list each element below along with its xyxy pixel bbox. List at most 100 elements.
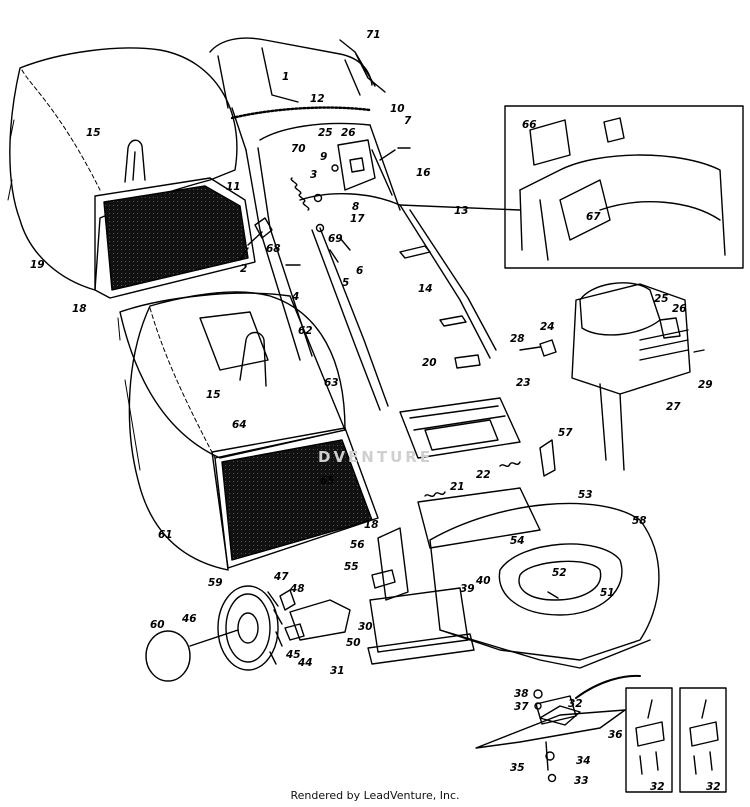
part-label-17: 17 xyxy=(350,213,365,225)
part-label-54: 54 xyxy=(510,535,525,547)
rear-skirt xyxy=(367,587,475,665)
part-label-56: 56 xyxy=(350,539,365,551)
nut-3 xyxy=(313,193,323,203)
handle-lower xyxy=(299,193,521,411)
control-cable xyxy=(230,106,372,120)
blade-nut-33 xyxy=(547,773,557,783)
part-label-48: 48 xyxy=(289,583,305,595)
part-label-66: 66 xyxy=(522,119,537,131)
hubcap xyxy=(145,630,191,682)
part-label-18: 18 xyxy=(364,519,379,531)
engine xyxy=(571,282,691,471)
engine-clip-24 xyxy=(539,339,557,357)
grass-bag-upper-mesh xyxy=(103,185,249,291)
washer-38 xyxy=(533,689,543,699)
rear-wheel xyxy=(217,585,283,671)
bail-handle xyxy=(339,39,386,93)
part-label-22: 22 xyxy=(476,469,491,481)
cable-arc xyxy=(575,674,641,699)
handle-upper xyxy=(209,37,373,151)
part-label-69: 69 xyxy=(328,233,343,245)
height-adjuster-bracket xyxy=(377,527,409,601)
inset-mulch-parts xyxy=(519,117,726,261)
part-label-68: 68 xyxy=(266,243,281,255)
part-label-25: 25 xyxy=(318,127,333,139)
part-label-24: 24 xyxy=(540,321,555,333)
inset-adapter-box-2 xyxy=(679,687,727,793)
part-label-15: 15 xyxy=(206,389,221,401)
blade-bolt xyxy=(545,741,549,771)
hinge-pin xyxy=(539,439,556,477)
clip-69 xyxy=(315,223,325,233)
part-label-30: 30 xyxy=(358,621,373,633)
part-label-19: 19 xyxy=(30,259,45,271)
part-label-67: 67 xyxy=(586,211,601,223)
part-label-4: 4 xyxy=(291,291,299,303)
part-label-23: 23 xyxy=(516,377,531,389)
adapter-variant-1 xyxy=(635,699,665,775)
part-label-25: 25 xyxy=(654,293,669,305)
part-label-21: 21 xyxy=(450,481,465,493)
part-label-20: 20 xyxy=(422,357,437,369)
watermark-text: DVENTURE xyxy=(318,448,434,466)
part-label-47: 47 xyxy=(273,571,289,583)
part-label-58: 58 xyxy=(632,515,647,527)
part-label-11: 11 xyxy=(226,181,241,193)
inset-adapter-box-1 xyxy=(625,687,673,793)
part-label-70: 70 xyxy=(291,143,306,155)
rear-door xyxy=(399,397,521,459)
part-label-62: 62 xyxy=(298,325,313,337)
mower-deck xyxy=(429,502,660,669)
blade-adapter xyxy=(535,695,577,725)
handle-bracket xyxy=(454,354,481,369)
adapter-variant-2 xyxy=(689,699,719,775)
engine-bolt-29 xyxy=(693,349,705,353)
handle-middle xyxy=(245,122,401,361)
engine-bolt-28 xyxy=(519,346,541,351)
part-label-13: 13 xyxy=(454,205,469,217)
cable-clip-lower xyxy=(439,315,467,327)
bolt-2 xyxy=(239,247,249,261)
part-label-60: 60 xyxy=(150,619,165,631)
spring-22 xyxy=(499,461,521,467)
blade xyxy=(475,705,626,749)
cable-clip-upper xyxy=(399,245,431,259)
spring-21 xyxy=(424,491,446,497)
part-label-51: 51 xyxy=(600,587,615,599)
part-label-7: 7 xyxy=(404,115,412,127)
part-label-8: 8 xyxy=(352,201,359,213)
grass-bag-lower-frame xyxy=(211,427,379,569)
part-label-61: 61 xyxy=(158,529,173,541)
wheel-bracket xyxy=(289,599,351,641)
screw-5 xyxy=(329,249,339,263)
part-label-52: 52 xyxy=(552,567,567,579)
part-label-5: 5 xyxy=(342,277,349,289)
part-label-57: 57 xyxy=(558,427,573,439)
part-label-27: 27 xyxy=(666,401,681,413)
part-label-50: 50 xyxy=(346,637,361,649)
part-label-38: 38 xyxy=(514,688,529,700)
part-label-9: 9 xyxy=(320,151,327,163)
part-label-28: 28 xyxy=(510,333,525,345)
rear-shield xyxy=(417,487,541,549)
part-label-65: 65 xyxy=(320,475,335,487)
control-bracket xyxy=(337,139,396,196)
part-label-29: 29 xyxy=(698,379,713,391)
part-label-59: 59 xyxy=(208,577,223,589)
part-label-26: 26 xyxy=(341,127,356,139)
blade-washer-34 xyxy=(545,751,555,761)
part-label-39: 39 xyxy=(460,583,475,595)
part-label-34: 34 xyxy=(576,755,591,767)
part-label-35: 35 xyxy=(510,762,525,774)
inset-mulch-box xyxy=(504,105,744,269)
part-label-10: 10 xyxy=(390,103,405,115)
part-label-37: 37 xyxy=(514,701,529,713)
clip-6 xyxy=(339,237,351,251)
grass-bag-upper-frame xyxy=(94,139,256,299)
part-label-16: 16 xyxy=(416,167,431,179)
part-label-15: 15 xyxy=(86,127,101,139)
part-label-31: 31 xyxy=(330,665,345,677)
part-label-32: 32 xyxy=(568,698,583,710)
